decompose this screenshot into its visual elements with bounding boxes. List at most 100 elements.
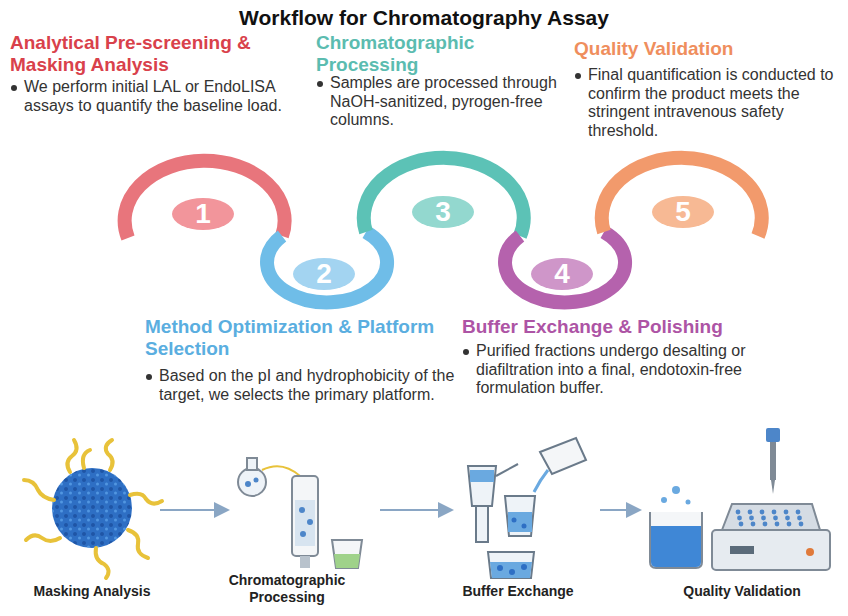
chromatography-column — [300, 556, 310, 568]
beaker-and-plate-reader — [771, 480, 775, 494]
beaker-and-plate-reader — [796, 510, 801, 515]
beaker-and-plate-reader — [773, 516, 778, 521]
beaker-and-plate-reader — [739, 522, 744, 527]
buffer-exchange-device — [488, 552, 534, 578]
ribbon-path — [267, 232, 387, 302]
bullet-dot — [575, 73, 581, 79]
illustration-caption: Masking Analysis — [20, 583, 164, 600]
oval-shape — [531, 258, 593, 290]
beaker-and-plate-reader — [799, 522, 804, 527]
step-description: Based on the pI and hydrophobicity of th… — [145, 367, 464, 404]
bullet-dot — [317, 81, 323, 87]
ribbon-path — [505, 232, 625, 302]
buffer-exchange-device — [468, 466, 496, 506]
step-description: Final quantification is conducted to con… — [574, 66, 848, 140]
protein-particle — [24, 440, 162, 578]
chromatography-column — [245, 481, 251, 487]
buffer-exchange-device — [470, 470, 494, 482]
protein-particle — [96, 548, 109, 578]
protein-particle — [24, 440, 162, 578]
oval-shape — [293, 258, 355, 290]
beaker-and-plate-reader — [751, 522, 756, 527]
protein-particle — [128, 530, 148, 558]
beaker-and-plate-reader — [651, 526, 701, 567]
buffer-exchange-device — [540, 438, 586, 474]
buffer-exchange-device — [496, 464, 518, 476]
bullet-dot — [11, 85, 17, 91]
buffer-exchange-device — [497, 565, 503, 571]
illustration-caption: Chromatographic Processing — [207, 572, 367, 606]
ribbon-path — [125, 158, 762, 303]
buffer-exchange-device — [509, 569, 515, 575]
beaker-and-plate-reader — [775, 522, 780, 527]
step-heading: Quality Validation — [574, 38, 844, 60]
beaker-and-plate-reader — [748, 510, 753, 515]
oval-shape — [652, 196, 714, 228]
step-number: 1 — [171, 197, 235, 230]
bullet-dot — [146, 374, 152, 380]
beaker-and-plate-reader — [806, 548, 814, 556]
step-heading: Analytical Pre-screening & Masking Analy… — [10, 32, 310, 76]
buffer-exchange-device — [476, 506, 488, 542]
beaker-and-plate-reader — [672, 486, 680, 494]
buffer-exchange-device — [522, 524, 527, 529]
beaker-and-plate-reader — [650, 428, 830, 570]
chromatography-column — [292, 476, 318, 556]
oval-shape — [172, 198, 234, 230]
step-oval: 1 — [171, 197, 235, 231]
beaker-and-plate-reader — [770, 440, 776, 480]
chromatography-column — [299, 507, 305, 513]
buffer-exchange-device — [521, 564, 527, 570]
step-oval: 5 — [651, 195, 715, 229]
beaker-and-plate-reader — [737, 516, 742, 521]
chromatography-column — [307, 519, 313, 525]
protein-particle — [26, 535, 60, 541]
ribbon-path — [364, 158, 524, 236]
ribbon-path — [602, 158, 762, 236]
step-number: 3 — [411, 195, 475, 228]
step-oval: 2 — [292, 257, 356, 291]
protein-particle — [67, 440, 76, 472]
illustration-caption: Buffer Exchange — [446, 583, 590, 600]
buffer-exchange-device — [512, 518, 517, 523]
beaker-and-plate-reader — [730, 546, 754, 554]
chromatography-column — [334, 554, 360, 568]
buffer-exchange-device — [490, 562, 532, 578]
buffer-exchange-device — [508, 512, 532, 532]
step-number: 2 — [292, 257, 356, 290]
protein-particle — [130, 494, 162, 504]
beaker-and-plate-reader — [722, 504, 820, 530]
buffer-exchange-device — [534, 470, 548, 492]
chromatography-column — [247, 458, 257, 470]
protein-particle — [24, 480, 54, 500]
beaker-and-plate-reader — [760, 510, 765, 515]
flow-arrow — [380, 509, 452, 511]
step-number: 5 — [651, 195, 715, 228]
step-heading: Buffer Exchange & Polishing — [462, 316, 832, 338]
beaker-and-plate-reader — [749, 516, 754, 521]
beaker-and-plate-reader — [736, 510, 741, 515]
chromatography-column — [300, 531, 306, 537]
step-description: We perform initial LAL or EndoLISA assay… — [10, 78, 286, 115]
beaker-and-plate-reader — [784, 510, 789, 515]
protein-particle — [52, 468, 132, 548]
beaker-and-plate-reader — [766, 428, 780, 442]
beaker-and-plate-reader — [797, 516, 802, 521]
beaker-and-plate-reader — [772, 510, 777, 515]
beaker-and-plate-reader — [763, 522, 768, 527]
beaker-and-plate-reader — [736, 510, 804, 527]
diagram-title: Workflow for Chromatography Assay — [0, 6, 848, 30]
step-oval: 3 — [411, 195, 475, 229]
chromatography-column — [295, 500, 315, 546]
buffer-exchange-device — [505, 496, 535, 536]
beaker-and-plate-reader — [787, 522, 792, 527]
chromatography-column — [238, 468, 266, 496]
bullet-dot — [463, 349, 469, 355]
step-description: Purified fractions undergo desalting or … — [462, 342, 776, 398]
step-oval: 4 — [530, 257, 594, 291]
protein-particle — [83, 450, 90, 468]
chromatography-column — [262, 466, 300, 476]
ribbon-path — [125, 161, 285, 238]
chromatography-column — [254, 478, 259, 483]
flow-arrow — [600, 509, 640, 511]
